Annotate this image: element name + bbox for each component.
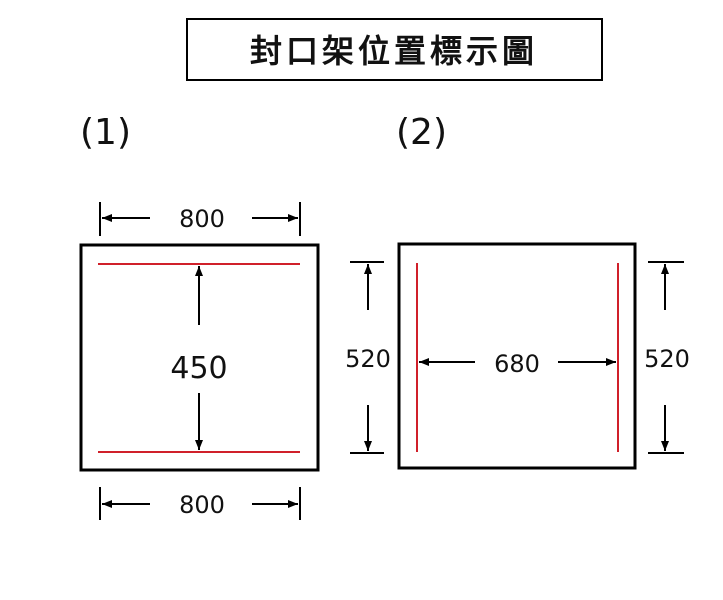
diagram-1: (1) 800 450 800 [79,112,320,520]
diagram-2-label: (2) [396,112,447,153]
diagram-1-height-dimension: 450 [170,266,228,450]
diagram-1-bottom-width: 800 [179,491,225,519]
diagram-2-inner-width-dimension: 680 [419,350,616,378]
diagram-1-top-width-dimension: 800 [99,202,301,236]
diagram-2-inner-width: 680 [494,350,540,378]
diagram-2-frame [397,242,637,470]
page-title: 封口架位置標示圖 [250,32,538,70]
diagram-1-frame [79,243,320,472]
title-box: 封口架位置標示圖 [186,18,603,81]
diagram-1-top-width: 800 [179,205,225,233]
diagram-2-left-height-dimension: 520 [345,261,391,454]
diagram-2-left-height: 520 [345,345,391,373]
diagram-1-bottom-width-dimension: 800 [99,487,301,520]
title-frame [186,18,603,81]
diagram-2-right-height-dimension: 520 [644,261,690,454]
diagram-2-right-height: 520 [644,345,690,373]
diagram-1-height: 450 [170,351,227,386]
diagram-2: (2) 520 680 520 [345,112,690,470]
diagram-1-label: (1) [80,112,131,153]
